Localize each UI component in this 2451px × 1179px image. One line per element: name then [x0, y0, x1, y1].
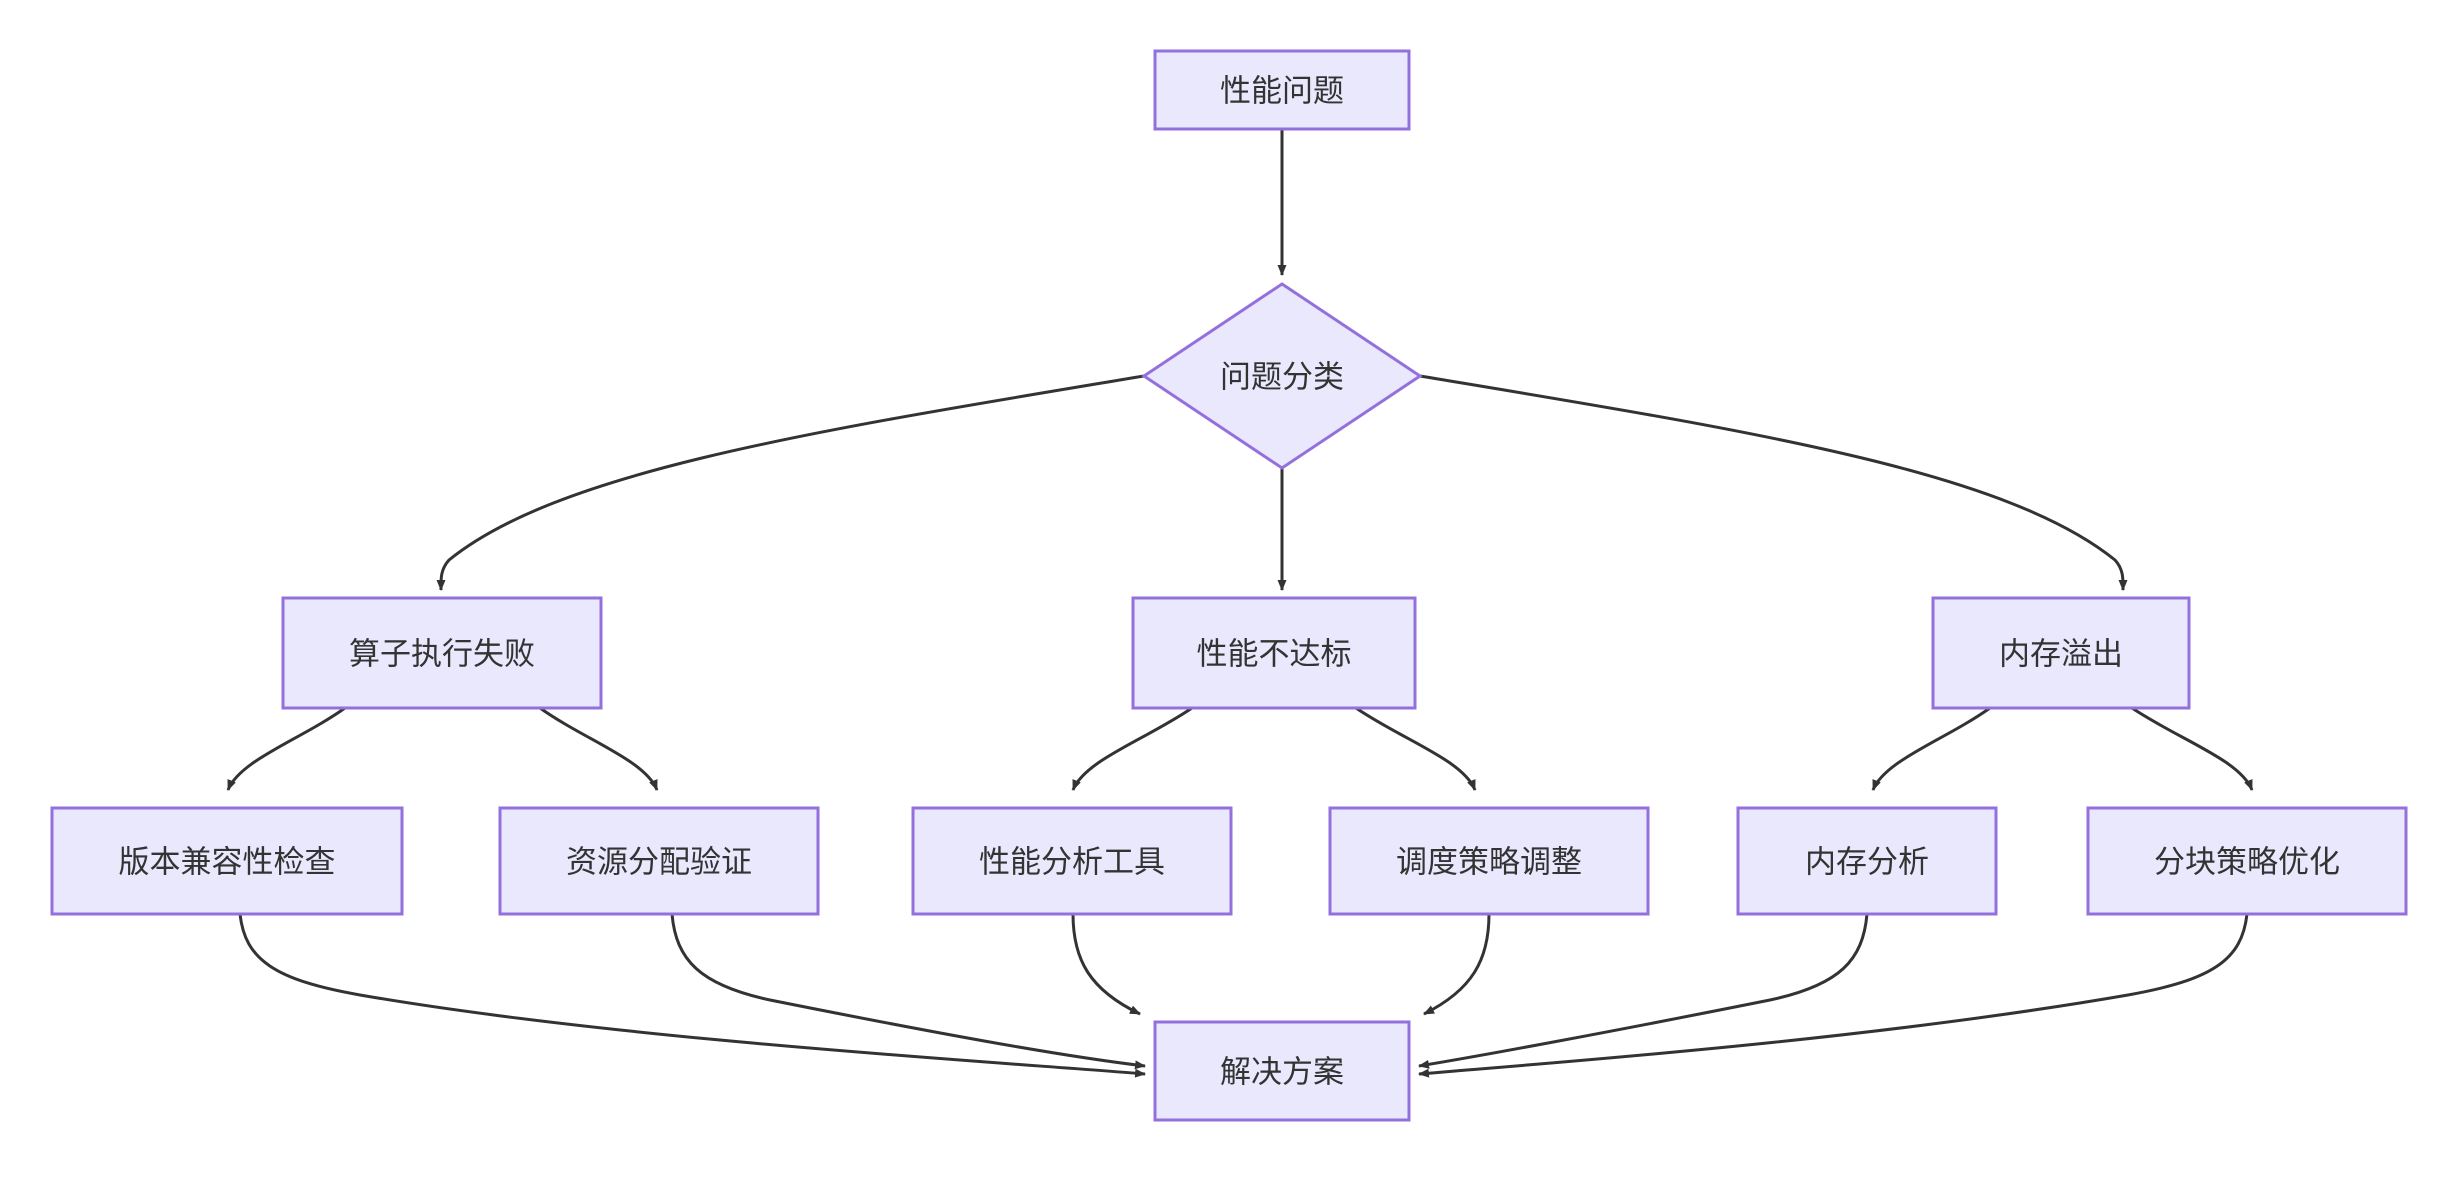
edge-layer — [226, 129, 2254, 1078]
node-perf-low[interactable]: 性能不达标 — [1131, 596, 1417, 710]
node-classify-label: 问题分类 — [1220, 360, 1344, 395]
node-sched-adjust[interactable]: 调度策略调整 — [1328, 806, 1650, 916]
edge-perf-low-to-sched-adjust — [1355, 706, 1477, 791]
node-mem-analysis[interactable]: 内存分析 — [1736, 806, 1998, 916]
node-solution-label: 解决方案 — [1220, 1055, 1344, 1090]
node-perf-tool[interactable]: 性能分析工具 — [911, 806, 1233, 916]
node-perf-tool-shape[interactable] — [911, 806, 1233, 916]
edge-perf-low-to-perf-tool — [1071, 706, 1193, 791]
node-perf-low-label: 性能不达标 — [1197, 637, 1352, 672]
node-op-fail[interactable]: 算子执行失败 — [281, 596, 603, 710]
node-perf-low-shape[interactable] — [1131, 596, 1417, 710]
edge-resource-verify-to-solution — [670, 913, 1146, 1070]
node-resource-verify-shape[interactable] — [498, 806, 820, 916]
edge-perf-tool-to-solution — [1071, 913, 1141, 1016]
node-solution[interactable]: 解决方案 — [1153, 1020, 1411, 1122]
node-classify-shape[interactable] — [1141, 282, 1423, 470]
node-root[interactable]: 性能问题 — [1153, 49, 1411, 131]
edge-mem-analysis-to-solution — [1418, 913, 1869, 1069]
node-resource-verify-label: 资源分配验证 — [566, 845, 752, 880]
node-op-fail-label: 算子执行失败 — [349, 637, 535, 672]
node-mem-analysis-label: 内存分析 — [1805, 845, 1929, 880]
node-sched-adjust-label: 调度策略调整 — [1396, 845, 1582, 880]
node-tiling-opt[interactable]: 分块策略优化 — [2086, 806, 2408, 916]
edge-mem-oom-to-mem-analysis — [1871, 706, 1991, 791]
node-resource-verify[interactable]: 资源分配验证 — [498, 806, 820, 916]
edge-classify-to-mem-oom — [1419, 374, 2128, 591]
node-version-check[interactable]: 版本兼容性检查 — [50, 806, 404, 916]
node-version-check-label: 版本兼容性检查 — [119, 845, 336, 880]
edge-op-fail-to-resource-verify — [539, 706, 659, 791]
node-root-shape[interactable] — [1153, 49, 1411, 131]
node-perf-tool-label: 性能分析工具 — [979, 845, 1165, 880]
node-classify[interactable]: 问题分类 — [1141, 282, 1423, 470]
node-tiling-opt-shape[interactable] — [2086, 806, 2408, 916]
edge-tiling-opt-to-solution — [1418, 913, 2249, 1078]
node-mem-oom-shape[interactable] — [1931, 596, 2191, 710]
node-mem-oom[interactable]: 内存溢出 — [1931, 596, 2191, 710]
node-version-check-shape[interactable] — [50, 806, 404, 916]
node-op-fail-shape[interactable] — [281, 596, 603, 710]
node-mem-oom-label: 内存溢出 — [1999, 637, 2123, 672]
node-sched-adjust-shape[interactable] — [1328, 806, 1650, 916]
node-solution-shape[interactable] — [1153, 1020, 1411, 1122]
edge-classify-to-op-fail — [436, 374, 1145, 591]
edge-mem-oom-to-tiling-opt — [2131, 706, 2254, 791]
node-layer: 性能问题 问题分类 算子执行失败 性能不达标 内存溢出 版本兼容性检查 — [50, 49, 2408, 1122]
node-mem-analysis-shape[interactable] — [1736, 806, 1998, 916]
edge-op-fail-to-version-check — [226, 706, 346, 791]
edge-version-check-to-solution — [238, 913, 1146, 1078]
edge-sched-adjust-to-solution — [1423, 913, 1491, 1016]
node-tiling-opt-label: 分块策略优化 — [2154, 845, 2340, 880]
node-root-label: 性能问题 — [1220, 74, 1344, 109]
